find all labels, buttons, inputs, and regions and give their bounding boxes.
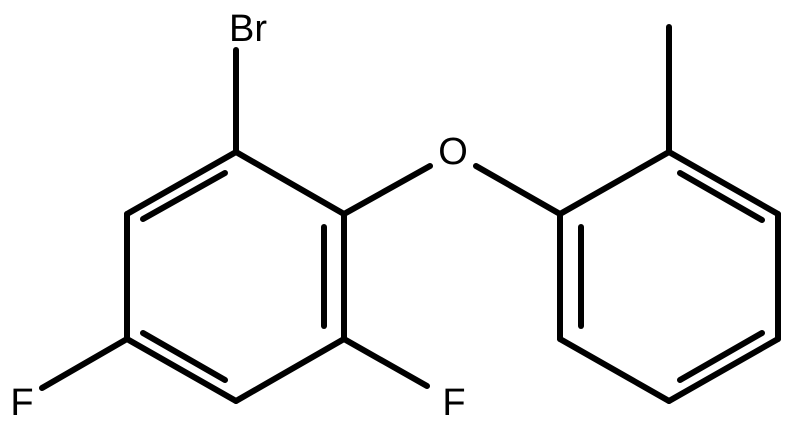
bond-c3-c4-inner	[140, 330, 228, 383]
bond-lines	[39, 24, 781, 404]
atom-label-o: O	[438, 131, 468, 173]
bond-c4-c5	[233, 336, 347, 404]
bond-c10-c11	[666, 336, 781, 404]
bond-c11-c12	[557, 336, 672, 404]
bond-c6-o	[341, 163, 433, 217]
bond-o-c7	[473, 163, 563, 217]
bond-c5-f-right	[341, 336, 430, 389]
bond-c10-c11-inner	[677, 330, 765, 383]
atom-labels: Br O F F	[10, 8, 467, 424]
bond-c1-c2	[124, 149, 239, 217]
bond-c6-c1	[233, 149, 347, 217]
bond-c1-c2-inner	[140, 170, 228, 222]
bond-c8-c9	[666, 149, 781, 217]
bond-c3-c4	[124, 336, 239, 404]
bond-c8-c9-inner	[677, 170, 765, 223]
atom-label-f-right: F	[442, 382, 465, 424]
atom-label-br: Br	[229, 8, 267, 50]
bond-c7-c8	[557, 149, 672, 217]
atom-label-f-left: F	[10, 382, 33, 424]
bond-c3-f-left	[39, 336, 130, 391]
